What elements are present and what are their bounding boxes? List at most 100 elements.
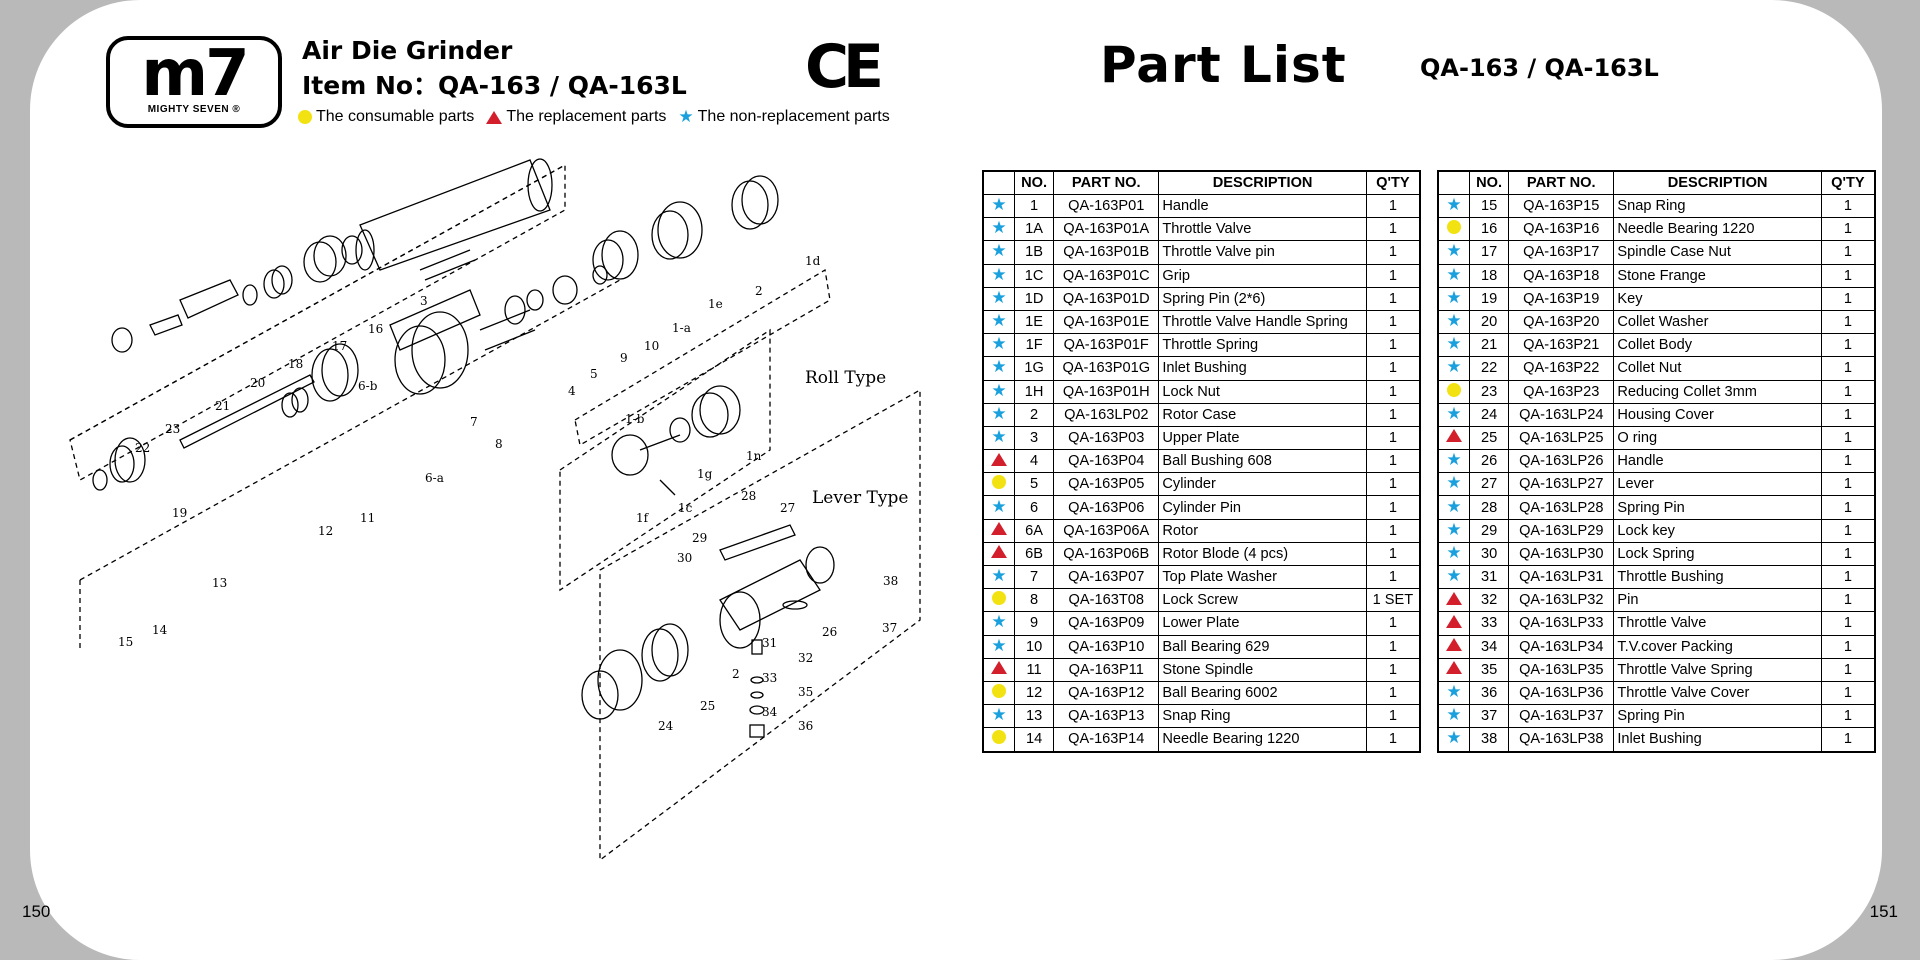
callout: 30 [677, 551, 692, 565]
part-number-cell: QA-163P01G [1053, 356, 1160, 381]
description-cell: Cylinder [1158, 472, 1367, 497]
star-icon: ★ [991, 311, 1007, 331]
qty-cell: 1 [1820, 495, 1876, 520]
star-icon: ★ [1446, 241, 1462, 261]
triangle-icon [991, 452, 1008, 466]
qty-cell: 1 [1365, 611, 1421, 636]
callout: 1c [678, 501, 693, 515]
part-number-cell: QA-163LP33 [1508, 611, 1615, 636]
col-symbol [1437, 170, 1471, 195]
qty-cell: 1 [1820, 541, 1876, 567]
circle-icon [992, 591, 1007, 606]
description-cell: Throttle Valve Cover [1613, 680, 1822, 706]
qty-cell: 1 [1820, 286, 1876, 311]
left-margin [0, 0, 30, 960]
star-icon: ★ [991, 241, 1007, 261]
star-icon: ★ [1446, 682, 1462, 702]
callout: 24 [658, 719, 674, 733]
callout: 10 [644, 339, 659, 353]
part-number-cell: QA-163P22 [1508, 356, 1615, 381]
star-icon: ★ [1446, 311, 1462, 331]
qty-cell: 1 [1820, 704, 1876, 729]
star-icon: ★ [1446, 195, 1462, 215]
brand-logo: m7 MIGHTY SEVEN ® [106, 36, 282, 128]
qty-cell: 1 [1365, 333, 1421, 358]
part-no-cell: 17 [1469, 240, 1510, 265]
description-cell: Ball Bearing 629 [1158, 634, 1367, 659]
part-number-cell: QA-163P01B [1053, 240, 1160, 265]
part-number-cell: QA-163P12 [1053, 680, 1160, 706]
part-no-cell: 25 [1469, 425, 1510, 451]
part-no-cell: 2 [1014, 402, 1055, 427]
star-icon: ★ [991, 334, 1007, 354]
description-cell: Spring Pin [1613, 704, 1822, 729]
star-icon: ★ [1446, 403, 1462, 423]
star-icon: ★ [1446, 566, 1462, 586]
callout: 17 [332, 339, 347, 353]
qty-cell: 1 [1365, 727, 1421, 752]
star-icon: ★ [1446, 519, 1462, 539]
description-cell: Lock key [1613, 518, 1822, 543]
part-number-cell: QA-163P01C [1053, 263, 1160, 288]
description-cell: Lock Nut [1158, 379, 1367, 404]
col-description: DESCRIPTION [1158, 170, 1367, 195]
callout: 8 [495, 437, 503, 451]
part-number-cell: QA-163P23 [1508, 379, 1615, 404]
part-number-cell: QA-163LP26 [1508, 449, 1615, 474]
qty-cell: 1 [1365, 379, 1421, 404]
description-cell: Handle [1158, 193, 1367, 219]
part-number-cell: QA-163P04 [1053, 449, 1160, 474]
sheet-corner-tr [1772, 0, 1882, 110]
part-no-cell: 36 [1469, 680, 1510, 706]
qty-cell: 1 [1365, 286, 1421, 311]
part-no-cell: 21 [1469, 333, 1510, 358]
symbol-cell [1437, 634, 1471, 659]
symbol-cell [1437, 588, 1471, 613]
symbol-cell: ★ [1437, 263, 1471, 288]
callout: 21 [215, 399, 230, 413]
triangle-icon [1446, 429, 1463, 443]
callout: 35 [798, 685, 813, 699]
description-cell: O ring [1613, 425, 1822, 451]
callout: 1-b [625, 412, 645, 426]
part-no-cell: 1C [1014, 263, 1055, 288]
symbol-cell [982, 588, 1016, 613]
part-no-cell: 23 [1469, 379, 1510, 404]
callout: 1e [708, 297, 723, 311]
part-number-cell: QA-163LP34 [1508, 634, 1615, 659]
part-number-cell: QA-163P11 [1053, 657, 1160, 682]
part-number-cell: QA-163P01A [1053, 217, 1160, 242]
circle-icon [992, 730, 1007, 745]
star-icon: ★ [1446, 334, 1462, 354]
description-cell: Housing Cover [1613, 402, 1822, 427]
description-cell: T.V.cover Packing [1613, 634, 1822, 659]
frame-lever-type [599, 388, 921, 862]
qty-cell: 1 [1820, 680, 1876, 706]
part-number-cell: QA-163P19 [1508, 286, 1615, 311]
part-number-cell: QA-163P01E [1053, 309, 1160, 335]
part-no-cell: 11 [1014, 657, 1055, 682]
qty-cell: 1 [1820, 333, 1876, 358]
roll-type-label: Roll Type [805, 368, 886, 388]
part-no-cell: 26 [1469, 449, 1510, 474]
part-no-cell: 30 [1469, 541, 1510, 567]
product-title: Air Die Grinder [302, 36, 513, 65]
part-number-cell: QA-163P18 [1508, 263, 1615, 288]
part-number-cell: QA-163P06 [1053, 495, 1160, 520]
qty-cell: 1 [1365, 240, 1421, 265]
circle-icon [1447, 220, 1462, 235]
description-cell: Throttle Valve Spring [1613, 657, 1822, 682]
callout: 32 [798, 651, 813, 665]
part-number-cell: QA-163LP35 [1508, 657, 1615, 682]
